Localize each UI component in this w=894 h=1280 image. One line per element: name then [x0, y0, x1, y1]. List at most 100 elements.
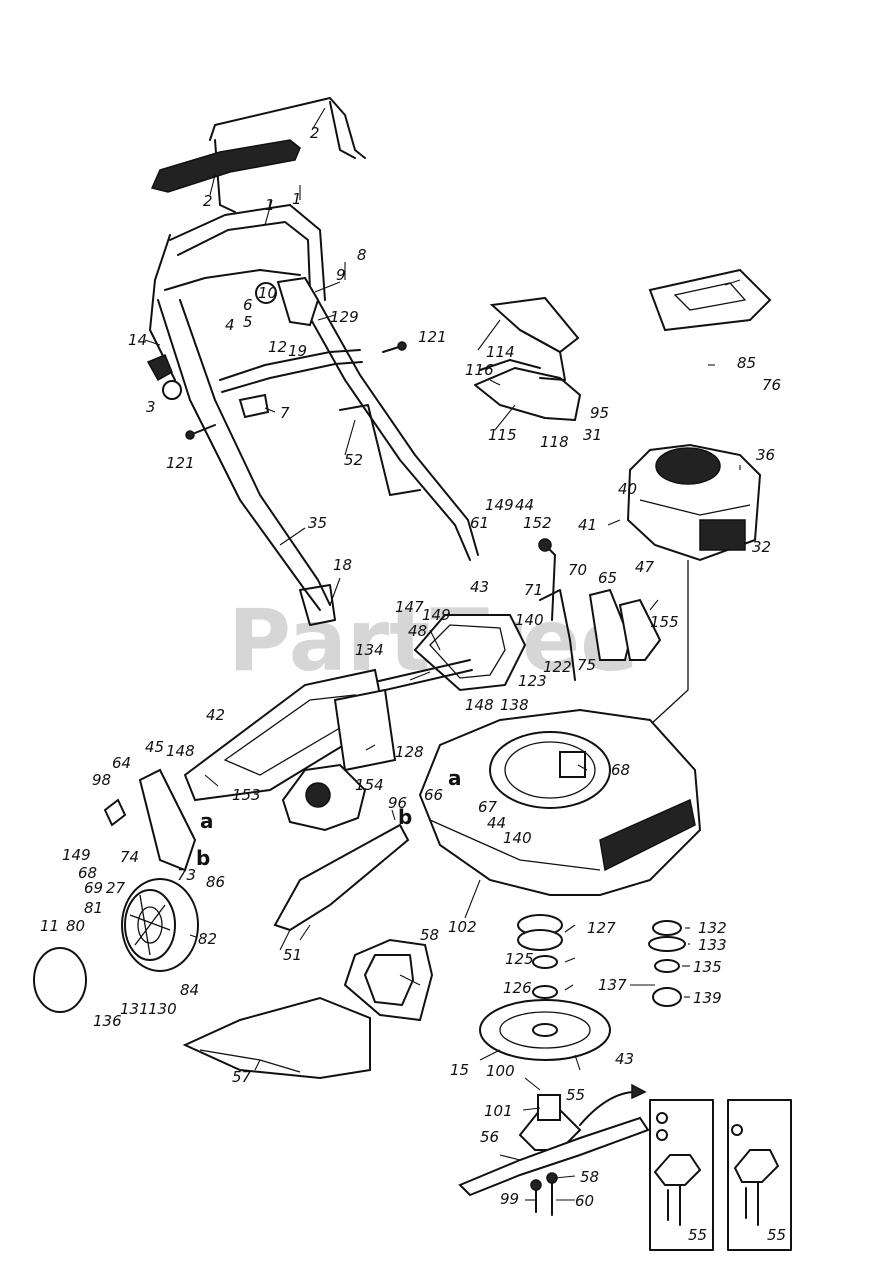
- callout-2: 2: [310, 124, 320, 142]
- callout-73: 73: [177, 866, 196, 884]
- callout-43: 43: [615, 1050, 634, 1068]
- callout-133: 133: [698, 936, 727, 954]
- key-letter-a: a: [200, 809, 214, 833]
- callout-131: 131: [120, 1000, 149, 1018]
- callout-44: 44: [487, 814, 506, 832]
- callout-82: 82: [198, 930, 217, 948]
- discharge-chute: [474, 296, 581, 421]
- callout-154: 154: [355, 776, 384, 794]
- bolt-121-right: [382, 341, 407, 353]
- mower-deck-102: [418, 708, 702, 896]
- callout-132: 132: [698, 919, 727, 937]
- callout-61: 61: [470, 514, 489, 532]
- throttle-lever-70: [538, 538, 556, 621]
- lower-handle: [157, 294, 479, 611]
- callout-10: 10: [258, 284, 277, 302]
- callout-140: 140: [515, 611, 544, 629]
- callout-12: 12: [268, 338, 287, 356]
- callout-102: 102: [448, 918, 477, 936]
- callout-18: 18: [333, 556, 352, 574]
- callout-58: 58: [420, 926, 439, 944]
- callout-43: 43: [470, 578, 489, 596]
- callout-153: 153: [232, 786, 261, 804]
- callout-85: 85: [737, 354, 756, 372]
- callout-3: 3: [146, 398, 156, 416]
- rear-flap-51: [273, 823, 410, 932]
- callout-76: 76: [762, 376, 781, 394]
- callout-116: 116: [465, 361, 494, 379]
- rope-guide-52: [339, 404, 421, 496]
- callout-122: 122: [543, 658, 572, 676]
- callout-149: 149: [62, 846, 91, 864]
- callout-137: 137: [598, 976, 627, 994]
- callout-86: 86: [206, 873, 225, 891]
- callout-15: 15: [450, 1061, 469, 1079]
- key-letter-b: b: [398, 805, 412, 829]
- baffle-disc-15: [479, 999, 611, 1061]
- hubcap-11: [33, 947, 87, 1013]
- callout-80: 80: [66, 917, 85, 935]
- callout-115: 115: [488, 426, 517, 444]
- callout-75: 75: [577, 656, 596, 674]
- callout-130: 130: [148, 1000, 177, 1018]
- inset-box-right: [727, 1099, 792, 1251]
- callout-128: 128: [395, 743, 424, 761]
- callout-66: 66: [424, 786, 443, 804]
- callout-52: 52: [344, 451, 363, 469]
- callout-4: 4: [225, 316, 235, 334]
- callout-121: 121: [166, 454, 195, 472]
- callout-134: 134: [355, 641, 384, 659]
- callout-138: 138: [500, 696, 529, 714]
- callout-126: 126: [503, 979, 532, 997]
- callout-129: 129: [330, 308, 359, 326]
- callout-11: 11: [40, 917, 59, 935]
- callout-9: 9: [336, 266, 346, 284]
- callout-135: 135: [693, 958, 722, 976]
- callout-47: 47: [635, 558, 655, 576]
- rear-bracket-154: [333, 688, 397, 772]
- wheel-bracket-64: [138, 768, 197, 872]
- callout-35: 35: [308, 514, 327, 532]
- callout-58: 58: [580, 1168, 599, 1186]
- callout-55: 55: [688, 1226, 707, 1244]
- callout-155: 155: [650, 613, 679, 631]
- key-letter-a: a: [448, 766, 462, 790]
- callout-36: 36: [756, 446, 775, 464]
- callout-84: 84: [180, 981, 199, 999]
- callout-69: 69: [84, 879, 103, 897]
- rotation-arrow: [579, 1083, 647, 1126]
- blade-adapter-127: [517, 914, 563, 951]
- callout-51: 51: [283, 946, 302, 964]
- callout-55: 55: [767, 1226, 786, 1244]
- callout-64: 64: [112, 754, 131, 772]
- engine-cover-76: [648, 268, 772, 332]
- callout-32: 32: [752, 538, 771, 556]
- callout-8: 8: [357, 246, 367, 264]
- handle-bracket-35: [299, 584, 336, 626]
- callout-42: 42: [206, 706, 225, 724]
- callout-2: 2: [203, 192, 213, 210]
- callout-71: 71: [524, 581, 543, 599]
- callout-114: 114: [486, 343, 515, 361]
- callout-7: 7: [280, 404, 290, 422]
- callout-6: 6: [243, 296, 253, 314]
- callout-31: 31: [583, 426, 602, 444]
- bracket-155: [618, 598, 662, 661]
- callout-118: 118: [540, 433, 569, 451]
- control-housing: [255, 276, 320, 327]
- bolt-121-left: [185, 424, 216, 440]
- callout-152: 152: [523, 514, 552, 532]
- callout-40: 40: [618, 480, 637, 498]
- spacer-98: [103, 798, 127, 827]
- cable-guide-7: [238, 393, 270, 419]
- callout-139: 139: [693, 989, 722, 1007]
- callout-100: 100: [486, 1062, 515, 1080]
- callout-1: 1: [265, 196, 275, 214]
- callout-136: 136: [93, 1012, 122, 1030]
- bag-frame-58: [343, 938, 434, 1022]
- callout-68: 68: [78, 864, 97, 882]
- blade-56: [458, 1116, 650, 1197]
- callout-140: 140: [503, 829, 532, 847]
- callout-67: 67: [478, 798, 498, 816]
